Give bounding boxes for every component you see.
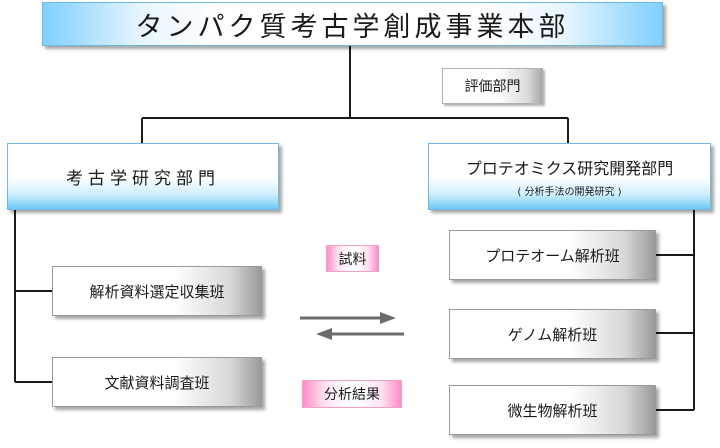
team-box-genome: ゲノム解析班 — [449, 309, 656, 359]
team-box-microbe: 微生物解析班 — [449, 385, 656, 435]
evaluation-division-label: 評価部門 — [442, 68, 543, 104]
team-box-sample-selection: 解析資料選定収集班 — [52, 266, 262, 316]
proteomics-department-name: プロテオミクス研究開発部門 — [465, 159, 674, 178]
team-name: 微生物解析班 — [507, 401, 598, 420]
sample-tag: 試料 — [326, 245, 379, 272]
team-name: プロテオーム解析班 — [485, 246, 620, 265]
team-name: 解析資料選定収集班 — [89, 282, 225, 301]
analysis-result-tag: 分析結果 — [302, 380, 402, 408]
team-name: ゲノム解析班 — [507, 325, 598, 344]
arrow-left-icon — [316, 328, 404, 340]
evaluation-division-text: 評価部門 — [464, 79, 521, 95]
team-name: 文献資料調査班 — [104, 373, 210, 392]
proteomics-department-box: プロテオミクス研究開発部門 ( 分析手法の開発研究 ) — [428, 143, 711, 210]
proteomics-department-note: ( 分析手法の開発研究 ) — [517, 187, 622, 198]
headquarters-title: タンパク質考古学創成事業本部 — [135, 11, 570, 43]
team-box-literature: 文献資料調査班 — [52, 357, 262, 407]
archaeology-department-name: 考古学研究部門 — [66, 169, 220, 189]
arrow-right-icon — [300, 312, 396, 324]
headquarters-box: タンパク質考古学創成事業本部 — [42, 2, 663, 46]
analysis-result-tag-text: 分析結果 — [324, 387, 380, 403]
sample-tag-text: 試料 — [338, 251, 367, 268]
archaeology-department-box: 考古学研究部門 — [7, 143, 279, 210]
team-box-proteome: プロテオーム解析班 — [449, 230, 656, 280]
